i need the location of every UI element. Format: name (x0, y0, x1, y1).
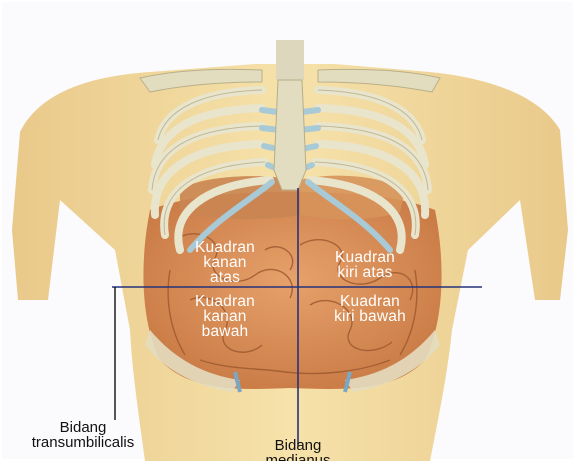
label-line: kanan (180, 309, 270, 324)
label-line: kiri bawah (315, 309, 425, 324)
caption-line: transumbilicalis (18, 435, 148, 450)
caption-transumbilical-plane: Bidang transumbilicalis (18, 420, 148, 450)
label-lower-right-quadrant: Kuadran kanan bawah (180, 294, 270, 339)
label-upper-left-quadrant: Kuadran kiri atas (310, 250, 420, 280)
caption-line: Bidang (18, 420, 148, 435)
caption-line: Bidang (248, 438, 348, 453)
spine-neck (276, 40, 304, 80)
sternum (274, 80, 306, 190)
label-line: Kuadran (315, 294, 425, 309)
label-line: Kuadran (310, 250, 420, 265)
label-line: Kuadran (180, 240, 270, 255)
caption-median-plane: Bidang medianus (248, 438, 348, 461)
label-line: bawah (180, 324, 270, 339)
caption-line: medianus (248, 453, 348, 461)
label-line: kiri atas (310, 265, 420, 280)
label-upper-right-quadrant: Kuadran kanan atas (180, 240, 270, 285)
label-line: Kuadran (180, 294, 270, 309)
label-lower-left-quadrant: Kuadran kiri bawah (315, 294, 425, 324)
label-line: atas (180, 270, 270, 285)
label-line: kanan (180, 255, 270, 270)
